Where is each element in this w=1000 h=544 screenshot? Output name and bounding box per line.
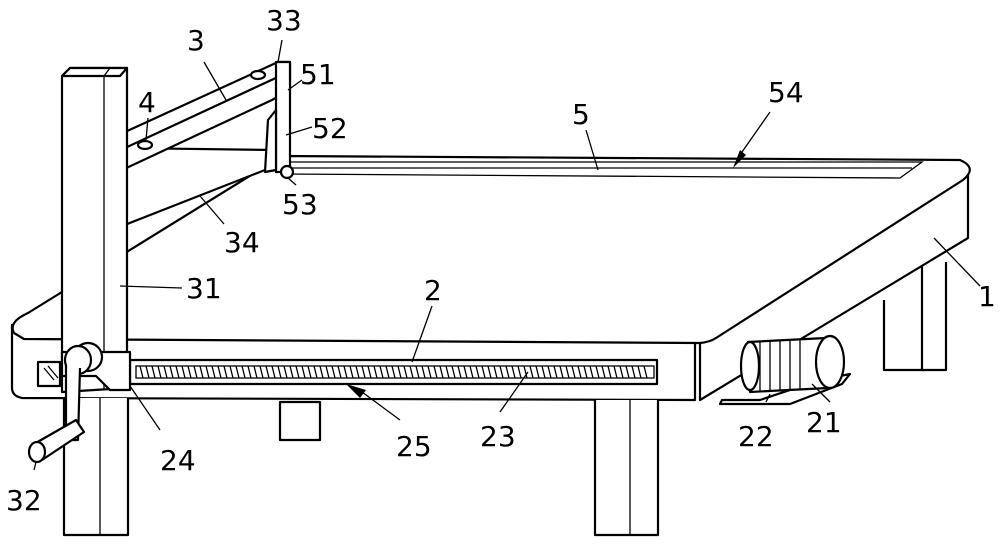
motor-assembly	[718, 334, 852, 406]
crank-handle-end	[27, 440, 47, 464]
back-right-leg-b	[920, 262, 948, 372]
blade-holder	[263, 108, 278, 174]
leader-5	[585, 129, 599, 171]
label-2: 2	[424, 274, 442, 307]
leader-21	[811, 383, 831, 403]
label-22: 22	[738, 420, 774, 453]
label-51: 51	[300, 58, 336, 91]
leader-2	[411, 305, 433, 363]
gantry	[60, 60, 295, 394]
front-legs	[62, 398, 660, 537]
leader-4	[145, 117, 149, 141]
table-top-face	[11, 154, 971, 345]
leader-25	[361, 391, 401, 421]
leader-34	[199, 195, 225, 225]
bolt-top	[249, 69, 267, 81]
label-3: 3	[187, 24, 205, 57]
leader-52	[285, 126, 313, 136]
label-31: 31	[186, 272, 222, 305]
gantry-column-corner	[103, 67, 111, 77]
callouts: 3 33 4 51 52 53 34 31 5 54 1 2 21 22 23 …	[6, 4, 996, 517]
label-4: 4	[138, 86, 156, 119]
front-right-leg	[593, 400, 660, 537]
back-right-leg-a	[882, 300, 927, 372]
label-33: 33	[266, 4, 302, 37]
hand-crank	[27, 341, 161, 464]
label-1: 1	[978, 280, 996, 313]
back-legs	[278, 262, 948, 442]
leader-1	[933, 237, 981, 287]
roller-53	[279, 164, 295, 180]
leader-33	[277, 39, 283, 63]
label-34: 34	[224, 226, 260, 259]
screw-thread	[139, 365, 648, 379]
leader-lines	[33, 39, 981, 471]
leader-32	[33, 461, 37, 471]
arrow-25-head	[346, 384, 366, 398]
gantry-left-column-top	[60, 66, 129, 78]
bolt-4	[136, 139, 154, 151]
leader-22	[765, 393, 771, 403]
gantry-right-post	[274, 60, 292, 174]
label-53: 53	[282, 188, 318, 221]
leader-3	[203, 61, 227, 101]
back-left-leg	[278, 400, 322, 442]
label-32: 32	[6, 484, 42, 517]
label-25: 25	[396, 430, 432, 463]
leader-54	[741, 111, 771, 153]
label-52: 52	[312, 112, 348, 145]
leader-31	[119, 285, 183, 289]
leader-53	[287, 177, 297, 186]
label-21: 21	[806, 406, 842, 439]
crank-lead	[129, 385, 161, 431]
label-5: 5	[572, 98, 590, 131]
motor-cap	[814, 334, 846, 390]
arrow-54-head	[733, 150, 746, 168]
leader-51	[287, 79, 303, 91]
label-24: 24	[160, 444, 196, 477]
label-54: 54	[768, 76, 804, 109]
motor-front	[739, 340, 761, 392]
label-23: 23	[480, 420, 516, 453]
screw-left-thread	[43, 365, 59, 381]
leader-23	[499, 371, 529, 413]
